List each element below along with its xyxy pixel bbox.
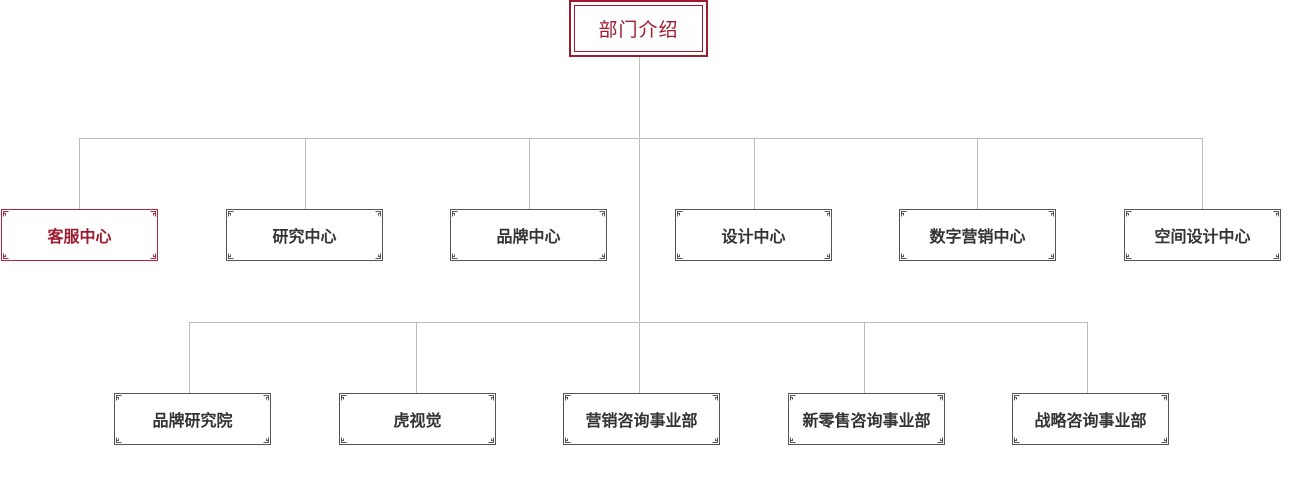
fret-corner-icon — [937, 437, 945, 445]
fret-corner-icon — [1273, 209, 1281, 217]
node-brand-center[interactable]: 品牌中心 — [450, 209, 607, 261]
fret-corner-icon — [675, 209, 683, 217]
fret-corner-icon — [375, 209, 383, 217]
level2-drop-line — [416, 322, 417, 393]
level1-bus-line — [79, 138, 1203, 139]
level1-drop-line — [754, 138, 755, 209]
fret-corner-icon — [114, 437, 122, 445]
fret-corner-icon — [675, 253, 683, 261]
fret-corner-icon — [1012, 393, 1020, 401]
fret-corner-icon — [150, 209, 158, 217]
level2-bus-line — [189, 322, 1088, 323]
level1-drop-line — [977, 138, 978, 209]
fret-corner-icon — [1161, 393, 1169, 401]
fret-corner-icon — [150, 253, 158, 261]
fret-corner-icon — [1048, 253, 1056, 261]
fret-corner-icon — [1124, 253, 1132, 261]
trunk-line — [639, 57, 640, 393]
node-research-center[interactable]: 研究中心 — [226, 209, 383, 261]
fret-corner-icon — [263, 437, 271, 445]
fret-corner-icon — [1048, 209, 1056, 217]
level1-drop-line — [79, 138, 80, 209]
fret-corner-icon — [1124, 209, 1132, 217]
node-label: 空间设计中心 — [1154, 227, 1251, 246]
fret-corner-icon — [226, 209, 234, 217]
level1-drop-line — [1202, 138, 1203, 209]
fret-corner-icon — [1012, 437, 1020, 445]
fret-corner-icon — [899, 253, 907, 261]
node-label: 战略咨询事业部 — [1034, 411, 1147, 430]
node-marketing-consulting-division[interactable]: 营销咨询事业部 — [563, 393, 720, 445]
node-new-retail-consulting-division[interactable]: 新零售咨询事业部 — [788, 393, 945, 445]
node-label: 新零售咨询事业部 — [802, 411, 931, 430]
level2-drop-line — [189, 322, 190, 393]
fret-corner-icon — [937, 393, 945, 401]
fret-corner-icon — [599, 209, 607, 217]
node-label: 品牌研究院 — [152, 411, 233, 430]
fret-corner-icon — [824, 209, 832, 217]
node-digital-marketing-center[interactable]: 数字营销中心 — [899, 209, 1056, 261]
root-node-department-intro[interactable]: 部门介绍 — [569, 0, 708, 57]
node-label: 虎视觉 — [393, 411, 442, 430]
fret-corner-icon — [1273, 253, 1281, 261]
fret-corner-icon — [599, 253, 607, 261]
node-tiger-vision[interactable]: 虎视觉 — [339, 393, 496, 445]
fret-corner-icon — [1, 209, 9, 217]
fret-corner-icon — [824, 253, 832, 261]
node-label: 设计中心 — [721, 227, 786, 246]
node-label: 研究中心 — [272, 227, 337, 246]
fret-corner-icon — [375, 253, 383, 261]
fret-corner-icon — [563, 393, 571, 401]
fret-corner-icon — [450, 209, 458, 217]
node-strategy-consulting-division[interactable]: 战略咨询事业部 — [1012, 393, 1169, 445]
level1-drop-line — [305, 138, 306, 209]
node-space-design-center[interactable]: 空间设计中心 — [1124, 209, 1281, 261]
fret-corner-icon — [899, 209, 907, 217]
fret-corner-icon — [488, 437, 496, 445]
level2-drop-line — [1087, 322, 1088, 393]
fret-corner-icon — [114, 393, 122, 401]
fret-corner-icon — [712, 437, 720, 445]
level1-drop-line — [529, 138, 530, 209]
node-brand-research-institute[interactable]: 品牌研究院 — [114, 393, 271, 445]
fret-corner-icon — [263, 393, 271, 401]
fret-corner-icon — [450, 253, 458, 261]
fret-corner-icon — [1, 253, 9, 261]
fret-corner-icon — [788, 393, 796, 401]
node-design-center[interactable]: 设计中心 — [675, 209, 832, 261]
fret-corner-icon — [339, 393, 347, 401]
node-label: 数字营销中心 — [929, 227, 1026, 246]
node-label: 营销咨询事业部 — [585, 411, 698, 430]
fret-corner-icon — [788, 437, 796, 445]
fret-corner-icon — [488, 393, 496, 401]
fret-corner-icon — [712, 393, 720, 401]
node-label: 客服中心 — [47, 227, 112, 246]
level2-drop-line — [864, 322, 865, 393]
fret-corner-icon — [226, 253, 234, 261]
fret-corner-icon — [339, 437, 347, 445]
root-node-label: 部门介绍 — [574, 5, 703, 52]
node-label: 品牌中心 — [496, 227, 561, 246]
node-customer-service-center[interactable]: 客服中心 — [1, 209, 158, 261]
fret-corner-icon — [563, 437, 571, 445]
fret-corner-icon — [1161, 437, 1169, 445]
